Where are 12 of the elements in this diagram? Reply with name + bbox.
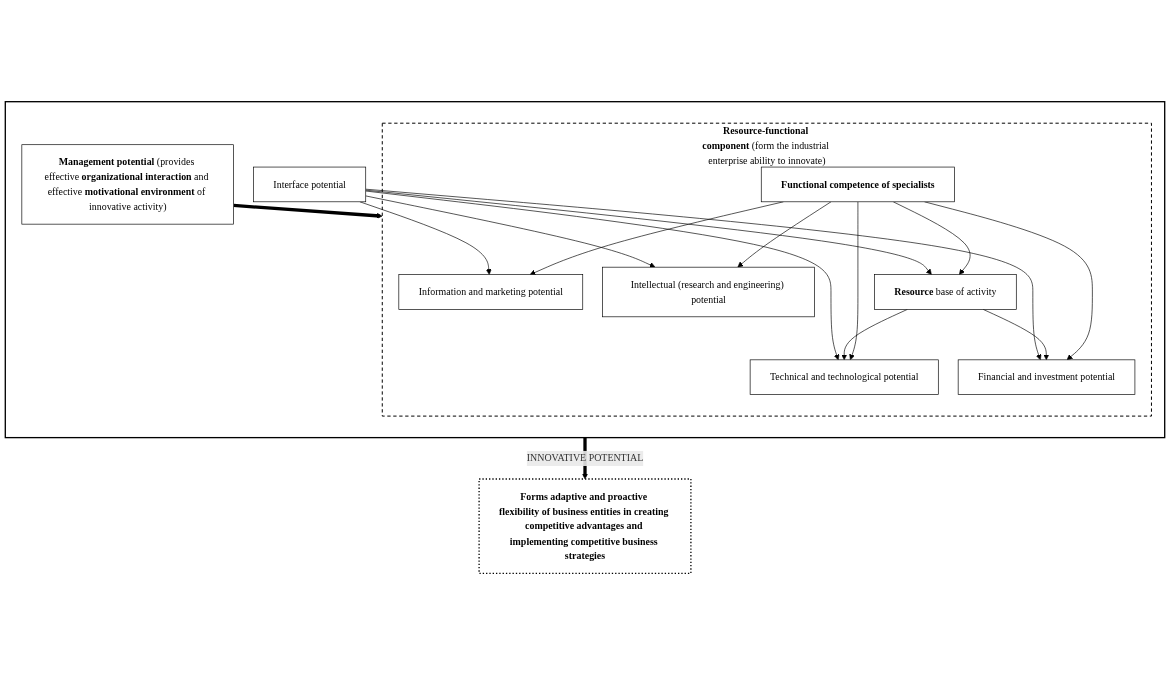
node-box: Financial and investment potential: [957, 359, 1136, 395]
node-box: Information and marketing potential: [398, 274, 584, 310]
node-box: Technical and technological potential: [749, 359, 939, 395]
node-box: Resource base of activity: [874, 274, 1017, 310]
node-box: Intellectual (research and engineering) potential: [602, 266, 815, 318]
arrow: [233, 203, 383, 219]
node-box: Forms adaptive and proactive flexibility of business entities in creating competitive advantages and implementing competitive business strategies: [478, 478, 692, 574]
edge-label: INNOVATIVE POTENTIAL: [526, 452, 644, 464]
cluster: [4, 101, 1166, 439]
node-box: Functional competence of specialists: [760, 166, 955, 203]
node-box: Management potential (provides effective organizational interaction and effective motivational environment of innovative activity): [21, 144, 234, 225]
node-box: Interface potential: [253, 166, 367, 203]
